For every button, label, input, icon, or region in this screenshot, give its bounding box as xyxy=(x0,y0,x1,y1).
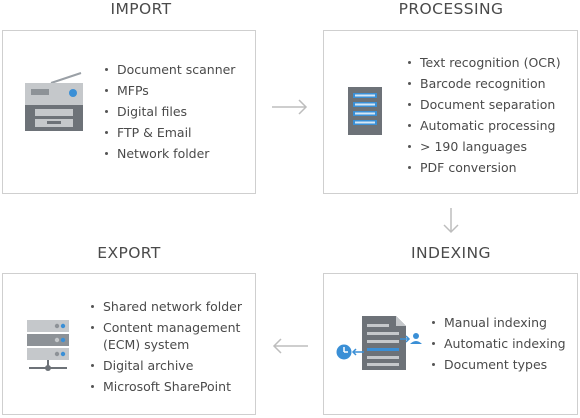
list-item: Content management (ECM) system xyxy=(91,317,253,355)
import-title: IMPORT xyxy=(110,0,172,18)
arrow-left-icon xyxy=(272,338,308,354)
list-item: PDF conversion xyxy=(408,157,561,178)
list-item: Document types xyxy=(432,354,566,375)
export-list: Shared network folder Content management… xyxy=(91,296,253,397)
indexing-list: Manual indexing Automatic indexing Docum… xyxy=(432,312,566,375)
server-icon xyxy=(27,320,69,371)
export-title: EXPORT xyxy=(97,244,161,262)
list-item: Microsoft SharePoint xyxy=(91,376,253,397)
list-item: MFPs xyxy=(105,80,235,101)
list-item: Automatic indexing xyxy=(432,333,566,354)
list-item: > 190 languages xyxy=(408,136,561,157)
export-box: Shared network folder Content management… xyxy=(2,273,256,415)
arrow-down-icon xyxy=(443,208,459,234)
list-item: FTP & Email xyxy=(105,122,235,143)
list-item: Manual indexing xyxy=(432,312,566,333)
processing-title: PROCESSING xyxy=(398,0,504,18)
list-item: Shared network folder xyxy=(91,296,253,317)
list-item: Document separation xyxy=(408,94,561,115)
list-item: Network folder xyxy=(105,143,235,164)
indexing-box: Manual indexing Automatic indexing Docum… xyxy=(323,273,578,415)
list-item: Document scanner xyxy=(105,59,235,80)
arrow-right-icon xyxy=(272,99,308,115)
list-item: Text recognition (OCR) xyxy=(408,52,561,73)
list-item: Digital archive xyxy=(91,355,253,376)
processing-box: Text recognition (OCR) Barcode recogniti… xyxy=(323,30,578,194)
list-item: Digital files xyxy=(105,101,235,122)
indexing-title: INDEXING xyxy=(411,244,491,262)
list-item: Barcode recognition xyxy=(408,73,561,94)
list-item: Automatic processing xyxy=(408,115,561,136)
import-box: Document scanner MFPs Digital files FTP … xyxy=(2,30,256,194)
import-list: Document scanner MFPs Digital files FTP … xyxy=(105,59,235,164)
document-ocr-icon xyxy=(348,87,382,135)
processing-list: Text recognition (OCR) Barcode recogniti… xyxy=(408,52,561,178)
document-indexing-icon xyxy=(336,316,422,370)
scanner-icon xyxy=(25,72,83,131)
